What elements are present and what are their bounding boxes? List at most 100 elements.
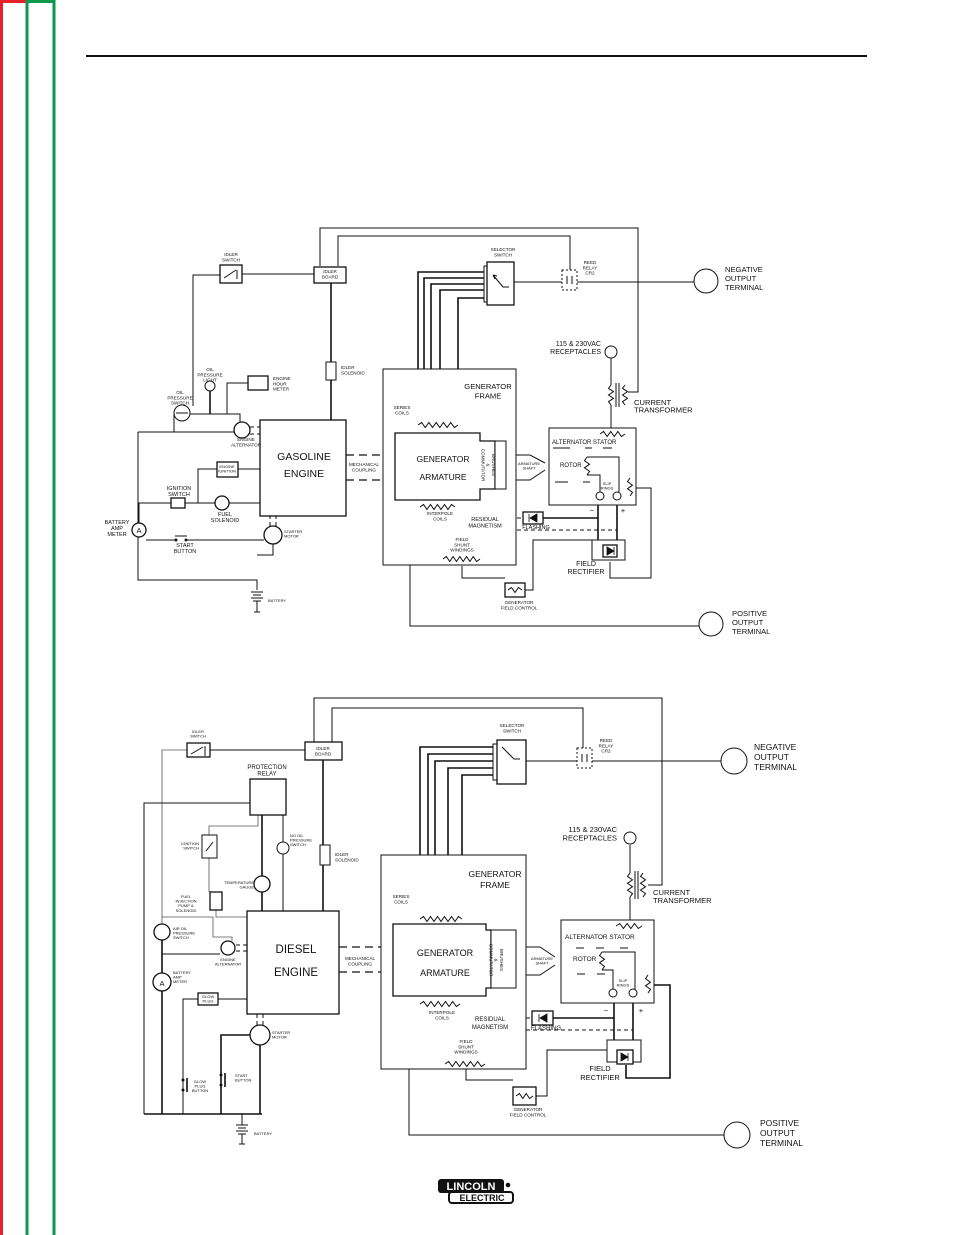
idler-switch — [219, 264, 243, 284]
selector-switch-label-line: SWITCH — [503, 728, 521, 733]
brushes-label-line: & — [494, 958, 499, 961]
engine-hour-meter-label-line: ENGINE — [273, 376, 291, 381]
brushes-label: BRUSHES&COMMUTATOR — [488, 944, 504, 977]
minus-sign: − — [604, 1006, 609, 1015]
positive-terminal-label-line: POSITIVE — [732, 609, 767, 618]
engine-label-line: ENGINE — [284, 468, 324, 480]
glow-plug — [197, 992, 219, 1006]
idler-solenoid — [325, 361, 337, 381]
protection-relay-label-line: RELAY — [257, 772, 276, 778]
reed-relay — [576, 747, 593, 769]
oil-pressure-light-label-line: LIGHT — [203, 378, 217, 383]
idler-board-label-line: BOARD — [322, 274, 339, 279]
slip-rings-label-line: SLIP — [619, 978, 628, 983]
generator-field-control — [504, 582, 526, 598]
current-transformer-label-line: TRANSFORMER — [653, 896, 712, 905]
reed-relay-label-line: REED — [600, 738, 613, 743]
protection-relay — [249, 778, 287, 816]
slip-rings-label-line: RINGS — [617, 982, 630, 987]
alternator-stator-label-line: ALTERNATOR STATOR — [565, 934, 635, 941]
engine-alternator-label-line: ENGINE — [220, 957, 236, 962]
ignition-switch — [170, 497, 186, 509]
diesel-engine-block — [246, 910, 340, 1015]
oil-pressure-switch-label-line: OIL — [176, 390, 184, 395]
ignition-switch-label-line: SWITCH — [168, 492, 190, 498]
ignition-switch-label-line: IGNITION — [181, 841, 199, 846]
field-shunt-label-line: FIELD — [459, 1039, 473, 1044]
minus-sign: − — [590, 506, 595, 515]
oil-pressure-light-label-line: PRESSURE — [197, 372, 222, 377]
residual-magnetism-label-line: RESIDUAL — [475, 1017, 506, 1023]
slip-ring — [628, 988, 638, 998]
oil-pressure-light-label-line: OIL — [206, 367, 214, 372]
generator-frame-label-line: FRAME — [475, 392, 502, 401]
engine-ignition-label-line: IGNITION — [218, 468, 236, 473]
fuel-solenoid — [214, 495, 230, 511]
glow-plug-button-label-line: BUTTON — [192, 1088, 208, 1093]
negative-output-terminal — [720, 747, 748, 775]
starter-motor-label-line: MOTOR — [272, 1034, 287, 1039]
alternator-stator-label-line: ALTERNATOR STATOR — [552, 440, 617, 446]
field-control-label-line: FIELD CONTROL — [501, 605, 538, 610]
alternator-winding-icon — [626, 477, 634, 497]
series-coils-label-line: COILS — [394, 899, 408, 904]
receptacles-icon — [604, 345, 618, 359]
engine-hour-meter-label-line: METER — [273, 387, 290, 392]
battery-amp-meter-label-line: METER — [173, 979, 187, 984]
idler-solenoid-label-line: SOLENOID — [335, 857, 359, 862]
positive-terminal-label-line: POSITIVE — [760, 1118, 800, 1128]
battery-amp-meter-label-line: AMP — [173, 974, 182, 979]
field-rectifier-label-line: FIELD — [589, 1064, 611, 1073]
temperature-gauge-label-line: GAUGE — [240, 884, 255, 889]
battery-amp-meter-label-line: BATTERY — [105, 520, 130, 526]
alternator-stator-label: ALTERNATOR STATOR — [552, 440, 617, 446]
flashing-label: FLASHING — [522, 525, 550, 531]
rheostat-icon — [507, 586, 523, 594]
rotor-label-line: ROTOR — [573, 956, 597, 963]
flashing-label-line: FLASHING — [522, 525, 550, 531]
current-transformer-label-line: TRANSFORMER — [634, 406, 693, 415]
rotor-coil-icon — [583, 456, 591, 476]
negative-terminal-label-line: NEGATIVE — [754, 742, 797, 752]
idler-board-label-line: IDLER — [323, 269, 337, 274]
mechanical-coupling-label-line: MECHANICAL — [349, 462, 380, 467]
negative-terminal-label-line: TERMINAL — [754, 762, 797, 772]
field-rectifier-label-line: RECTIFIER — [568, 569, 605, 576]
green-border-line — [25, 0, 56, 1235]
positive-terminal-label-line: TERMINAL — [760, 1138, 803, 1148]
engine-alternator-label-line: ALTERNATOR — [215, 961, 241, 966]
alternator-winding-icon — [644, 974, 652, 994]
engine-label-line: ENGINE — [274, 967, 318, 979]
protection-relay-label-line: PROTECTION — [247, 765, 286, 771]
interpole-coils-icon — [419, 503, 456, 511]
series-coils-icon — [417, 421, 459, 429]
armature-label-line: GENERATOR — [416, 454, 469, 464]
air-oil-pressure-switch-label-line: PRESSURE — [173, 930, 195, 935]
armature-shaft-label-line: ARMATURE — [531, 956, 553, 961]
battery-label: BATTERY — [254, 1131, 272, 1136]
brushes-label: BRUSHES&COMMUTATOR — [480, 449, 496, 482]
ignition-switch-label-line: SWITCH — [183, 845, 199, 850]
idler-solenoid-label-line: IDLER — [335, 852, 349, 857]
page-border — [0, 0, 56, 1235]
